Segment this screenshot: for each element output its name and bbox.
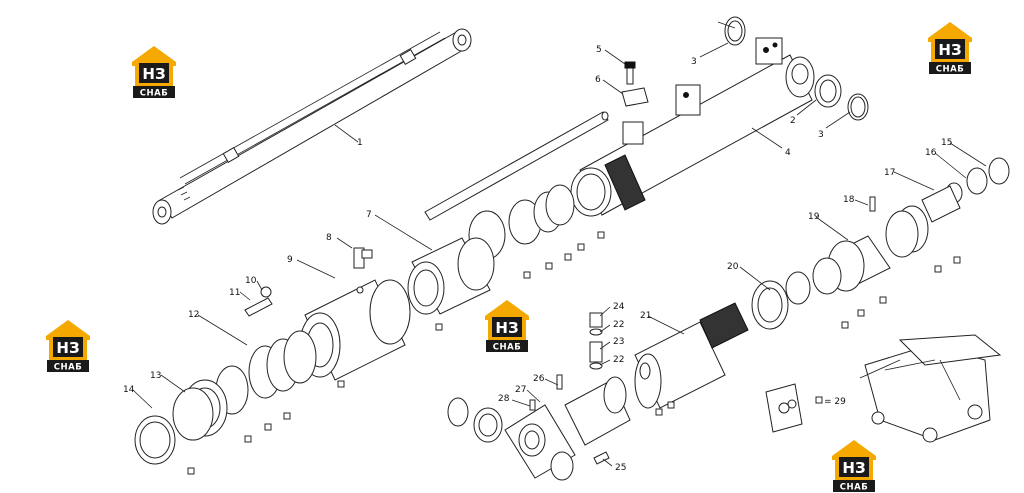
- callout-1: 1: [357, 138, 363, 148]
- piston: [407, 237, 495, 315]
- svg-text:НЗ: НЗ: [938, 41, 961, 59]
- callout-3b: 3: [818, 130, 824, 140]
- callout-4: 4: [785, 148, 791, 158]
- valve-stack: [589, 312, 603, 370]
- brand-logo: НЗ СНАБ: [46, 320, 90, 373]
- brand-logo: НЗ СНАБ: [832, 440, 876, 493]
- svg-text:НЗ: НЗ: [56, 339, 79, 357]
- callout-20: 20: [727, 262, 739, 272]
- svg-text:СНАБ: СНАБ: [493, 343, 521, 353]
- brand-logo: НЗ СНАБ: [485, 300, 529, 353]
- callout-5: 5: [596, 45, 602, 55]
- brand-logo: НЗ СНАБ: [928, 22, 972, 75]
- gland-nut: [134, 379, 228, 465]
- callout-24: 24: [613, 302, 625, 312]
- callout-22b: 22: [613, 355, 624, 365]
- callout-22a: 22: [613, 320, 624, 330]
- svg-text:НЗ: НЗ: [142, 65, 165, 83]
- svg-text:НЗ: НЗ: [842, 459, 865, 477]
- callout-17: 17: [884, 168, 895, 178]
- callout-18: 18: [843, 195, 855, 205]
- screw-washer: [244, 286, 273, 317]
- item-boxes: [187, 231, 961, 475]
- fitting: [353, 247, 373, 269]
- callout-25: 25: [615, 463, 626, 473]
- callout-10: 10: [245, 276, 257, 286]
- callout-21: 21: [640, 311, 651, 321]
- svg-text:СНАБ: СНАБ: [140, 89, 168, 99]
- brand-logo: НЗ СНАБ: [132, 46, 176, 99]
- callout-3a: 3: [691, 57, 697, 67]
- svg-text:СНАБ: СНАБ: [840, 483, 868, 493]
- bolt-and-clamp: [621, 61, 649, 107]
- callout-7: 7: [366, 210, 372, 220]
- cylinder-barrel: [570, 37, 815, 217]
- callouts: 1 2 3 3 4 5 6 7 8 9 10 11 12 13 14 15 16…: [123, 45, 952, 473]
- seal-kit-icon: = 29: [765, 383, 846, 433]
- svg-text:НЗ: НЗ: [495, 319, 518, 337]
- callout-8: 8: [326, 233, 332, 243]
- callout-12: 12: [188, 310, 199, 320]
- bushing-and-rings: [724, 16, 869, 121]
- piston-assembly-right: [812, 157, 1010, 295]
- cylinder-head: [299, 279, 411, 381]
- head-seals: [215, 330, 317, 415]
- callout-11: 11: [229, 288, 240, 298]
- callout-14: 14: [123, 385, 135, 395]
- callout-13: 13: [150, 371, 161, 381]
- callout-23: 23: [613, 337, 624, 347]
- svg-text:СНАБ: СНАБ: [54, 363, 82, 373]
- callout-27: 27: [515, 385, 526, 395]
- callout-2: 2: [790, 116, 796, 126]
- rod-eye: [447, 374, 631, 481]
- kit-note: = 29: [824, 397, 846, 407]
- callout-28: 28: [498, 394, 510, 404]
- callout-9: 9: [287, 255, 293, 265]
- callout-6: 6: [595, 75, 601, 85]
- tube: [424, 111, 609, 221]
- callout-26: 26: [533, 374, 545, 384]
- assembled-cylinder: [152, 28, 472, 225]
- callout-15: 15: [941, 138, 952, 148]
- piston-rod-end: [634, 271, 811, 409]
- callout-16: 16: [925, 148, 937, 158]
- callout-19: 19: [808, 212, 820, 222]
- leader-lines: [132, 21, 987, 467]
- reach-stacker-machine-icon: [859, 334, 1002, 443]
- svg-text:СНАБ: СНАБ: [936, 65, 964, 75]
